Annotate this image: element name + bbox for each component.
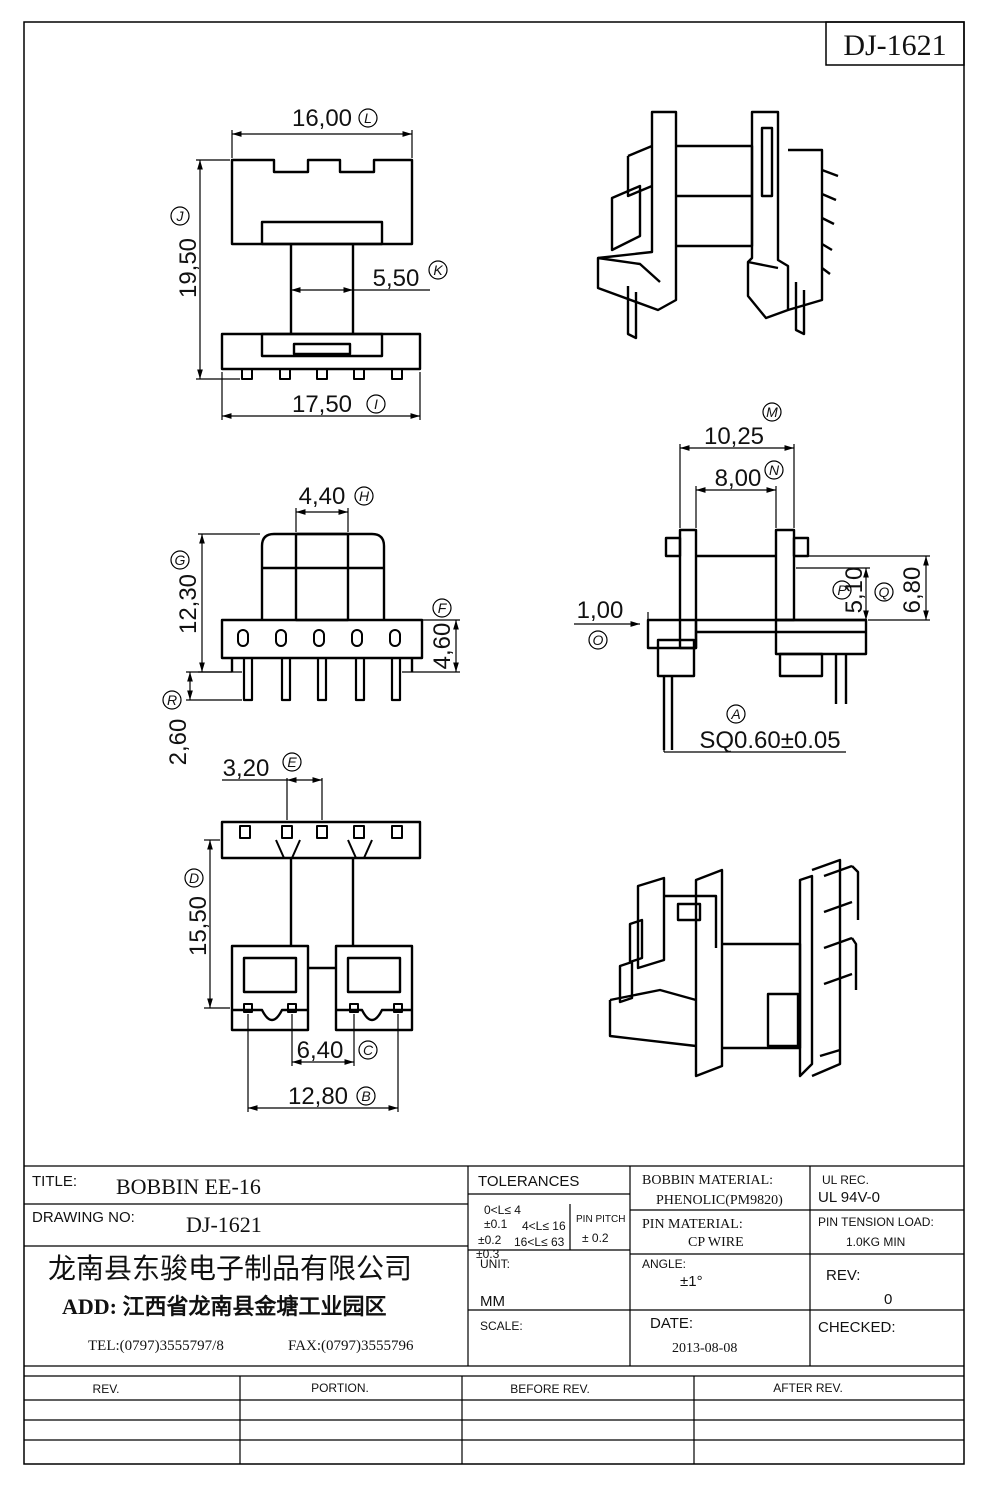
title-value: BOBBIN EE-16 (116, 1174, 261, 1199)
dim-pin-row-outer: 12,80 (288, 1083, 348, 1110)
pin-material-label: PIN MATERIAL: (642, 1217, 743, 1232)
dim-top-width: 16,00 (292, 105, 352, 132)
company-fax: FAX:(0797)3555796 (288, 1338, 414, 1354)
bottom-view (220, 820, 422, 1032)
dim-bottom-depth: 15,50 (185, 896, 212, 956)
angle-value: ±1° (680, 1273, 703, 1290)
tag-F: F (438, 600, 448, 616)
dim-side-height: 6,80 (899, 567, 926, 614)
tag-E: E (287, 754, 297, 770)
tag-K: K (433, 262, 443, 278)
dim-top-height: 19,50 (175, 238, 202, 298)
tolerances-label: TOLERANCES (478, 1173, 579, 1190)
after-rev-col-header: AFTER REV. (773, 1381, 843, 1395)
drawing-no-value: DJ-1621 (186, 1212, 262, 1237)
tag-J: J (176, 208, 185, 224)
isometric-view-top (596, 110, 839, 340)
bobbin-material-value: PHENOLIC(PM9820) (656, 1193, 783, 1208)
tag-M: M (766, 404, 778, 420)
dim-base-width: 17,50 (292, 391, 352, 418)
pin-pitch-label: PIN PITCH (576, 1214, 625, 1225)
tol-row1: 0<L≤ 4 (484, 1203, 521, 1217)
bobbin-material-label: BOBBIN MATERIAL: (642, 1173, 773, 1188)
side-view (646, 528, 868, 750)
scale-label: SCALE: (480, 1319, 523, 1333)
front-view (220, 532, 424, 702)
date-label: DATE: (650, 1315, 693, 1332)
tag-L: L (364, 110, 372, 126)
sheet-border (23, 21, 965, 1465)
tol-row3: 16<L≤ 63 (514, 1235, 565, 1249)
tag-C: C (363, 1042, 374, 1058)
dim-front-height: 12,30 (175, 574, 202, 634)
ul-label: UL REC. (822, 1173, 869, 1187)
drawing-id: DJ-1621 (843, 29, 946, 62)
revision-table-header: REV. PORTION. BEFORE REV. AFTER REV. (93, 1381, 843, 1396)
pin-material-value: CP WIRE (688, 1235, 744, 1250)
tol-val2: ±0.2 (478, 1233, 502, 1247)
title-label: TITLE: (32, 1173, 77, 1190)
dim-core-width: 5,50 (373, 265, 420, 292)
tol-val1: ±0.1 (484, 1217, 508, 1231)
unit-value: MM (480, 1293, 505, 1310)
tag-N: N (769, 462, 780, 478)
unit-label: UNIT: (480, 1257, 510, 1271)
rev-label: REV: (826, 1267, 860, 1284)
tag-O: O (593, 632, 604, 648)
date-value: 2013-08-08 (672, 1341, 737, 1356)
title-block (24, 1165, 964, 1464)
tag-G: G (175, 552, 186, 568)
tag-R: R (167, 692, 177, 708)
tag-P: P (837, 582, 847, 598)
tol-row2: 4<L≤ 16 (522, 1219, 566, 1233)
dim-center-width: 4,40 (299, 483, 346, 510)
portion-col-header: PORTION. (311, 1381, 369, 1395)
angle-label: ANGLE: (642, 1257, 686, 1271)
checked-label: CHECKED: (818, 1319, 896, 1336)
tag-H: H (359, 488, 370, 504)
ul-value: UL 94V-0 (818, 1189, 880, 1206)
tag-A: A (730, 706, 740, 722)
tag-D: D (189, 870, 199, 886)
rev-value: 0 (884, 1291, 892, 1308)
dim-pin-size: SQ0.60±0.05 (699, 727, 840, 754)
dim-side-step: 5,10 (841, 567, 868, 614)
dim-pin-length: 2,60 (165, 719, 192, 766)
dim-pin-row-inner: 6,40 (297, 1037, 344, 1064)
pin-tension-label: PIN TENSION LOAD: (818, 1215, 934, 1229)
tag-Q: Q (879, 584, 890, 600)
pin-tension-value: 1.0KG MIN (846, 1235, 905, 1249)
company-tel: TEL:(0797)3555797/8 (88, 1338, 224, 1354)
rev-col-header: REV. (93, 1382, 120, 1396)
dim-base-height: 4,60 (429, 623, 456, 670)
tag-B: B (361, 1088, 370, 1104)
dim-side-inner: 8,00 (715, 465, 762, 492)
drawing-no-label: DRAWING NO: (32, 1209, 135, 1226)
dim-flange: 1,00 (577, 597, 624, 624)
tol-val3: ±0.3 (476, 1247, 500, 1261)
company-name: 龙南县东骏电子制品有限公司 (48, 1253, 412, 1285)
title-block-text: TITLE: BOBBIN EE-16 DRAWING NO: DJ-1621 … (32, 1173, 934, 1356)
dim-side-outer: 10,25 (704, 423, 764, 450)
company-address: ADD: 江西省龙南县金塘工业园区 (62, 1294, 387, 1319)
tag-I: I (374, 396, 378, 412)
pin-pitch-tol: ± 0.2 (582, 1231, 609, 1245)
drawing-id-box (825, 21, 965, 66)
isometric-view-bottom (608, 858, 860, 1078)
before-rev-col-header: BEFORE REV. (510, 1382, 590, 1396)
dim-pin-pitch: 3,20 (223, 755, 270, 782)
